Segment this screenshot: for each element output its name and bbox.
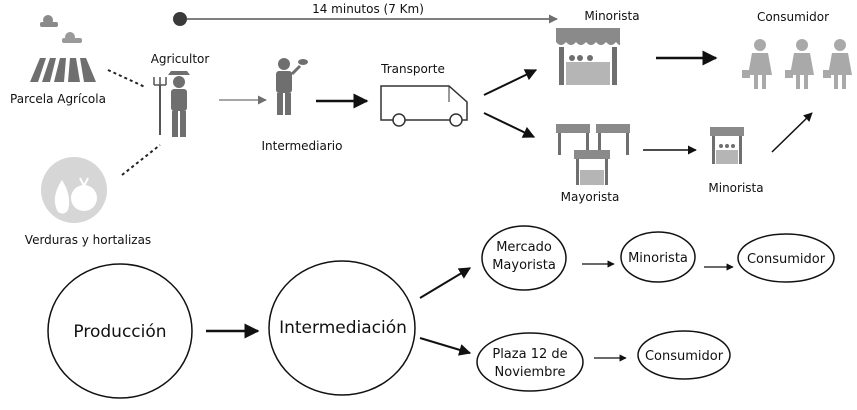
produccion-node [47, 263, 193, 399]
mayorista-label: Mayorista [561, 190, 620, 204]
transporte-label: Transporte [380, 62, 445, 76]
mercado-label-line2: Mayorista [492, 258, 556, 273]
agricultor-label: Agricultor [151, 52, 210, 66]
intermediario-label: Intermediario [262, 139, 343, 153]
route-start-dot [173, 12, 187, 26]
minorista-top-label: Minorista [584, 9, 639, 23]
intermediacion-to-mercado-arrow [419, 267, 472, 299]
field-icon [30, 15, 96, 82]
plaza-label-line1: Plaza 12 de [492, 347, 567, 362]
middleman-icon [276, 58, 308, 115]
consumidor-node-2 [637, 330, 731, 380]
produccion-label: Producción [73, 322, 166, 342]
intermediacion-to-plaza-arrow [419, 337, 472, 356]
field-to-farmer-connector [107, 69, 146, 88]
route-label: 14 minutos (7 Km) [312, 2, 424, 16]
mercado-mayorista-node [481, 225, 567, 291]
veg-to-farmer-connector [121, 144, 161, 176]
truck-to-retailer-arrow [483, 69, 538, 96]
minorista-mid-label: Minorista [708, 181, 763, 195]
vegetables-icon [41, 157, 107, 223]
retailer-mid-to-consumer-arrow [771, 112, 813, 153]
consumidor-label-2: Consumidor [645, 349, 724, 364]
intermediacion-label: Intermediación [279, 318, 407, 338]
consumidor-label-1: Consumidor [747, 252, 826, 267]
truck-icon [380, 85, 468, 127]
parcela-label: Parcela Agrícola [10, 92, 106, 106]
farmer-icon [153, 71, 190, 137]
truck-to-wholesaler-arrow [483, 112, 536, 138]
mercado-label-line1: Mercado [496, 240, 552, 255]
consumidor-node-1 [737, 233, 835, 283]
small-retail-stall-icon [710, 127, 744, 164]
consumidor-top-label: Consumidor [757, 10, 829, 24]
plaza-node [476, 332, 584, 392]
minorista-bottom-label: Minorista [628, 251, 688, 266]
wholesale-market-icon [556, 124, 630, 185]
verduras-label: Verduras y hortalizas [25, 233, 151, 247]
plaza-label-line2: Noviembre [495, 365, 566, 380]
minorista-node [620, 231, 696, 283]
intermediacion-node [268, 260, 416, 396]
consumers-icon [742, 39, 852, 89]
retail-stall-icon [556, 28, 621, 85]
